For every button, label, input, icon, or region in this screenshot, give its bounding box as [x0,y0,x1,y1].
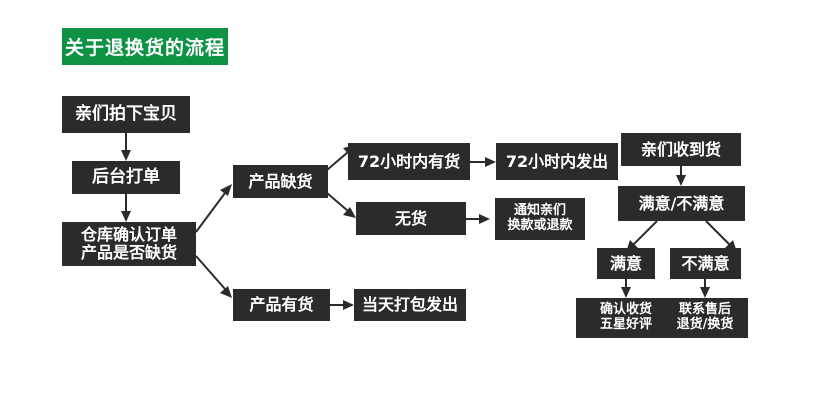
node-customer-places-order[interactable]: 亲们拍下宝贝 [62,96,190,133]
node-ship-within-72h[interactable]: 72小时内发出 [496,143,618,180]
node-contact-after-sales-return[interactable]: 联系售后 退货/换货 [662,298,748,338]
page-title-badge: 关于退换货的流程 [62,28,228,65]
node-product-in-stock[interactable]: 产品有货 [233,289,330,321]
node-product-out-of-stock[interactable]: 产品缺货 [233,165,328,198]
node-notify-exchange-or-refund[interactable]: 通知亲们 换款或退款 [495,198,585,240]
node-satisfied-or-not[interactable]: 满意/不满意 [618,186,745,221]
node-in-stock-within-72h[interactable]: 72小时内有货 [348,143,470,180]
node-confirm-receipt-five-star[interactable]: 确认收货 五星好评 [576,298,676,338]
node-same-day-pack-and-ship[interactable]: 当天打包发出 [354,289,466,321]
node-warehouse-confirm-stock[interactable]: 仓库确认订单 产品是否缺货 [62,222,196,266]
node-backend-print-order[interactable]: 后台打单 [72,161,180,194]
node-no-stock[interactable]: 无货 [356,202,466,235]
node-satisfied[interactable]: 满意 [597,248,655,279]
node-customer-receives-goods[interactable]: 亲们收到货 [621,133,741,166]
node-not-satisfied[interactable]: 不满意 [670,248,741,279]
